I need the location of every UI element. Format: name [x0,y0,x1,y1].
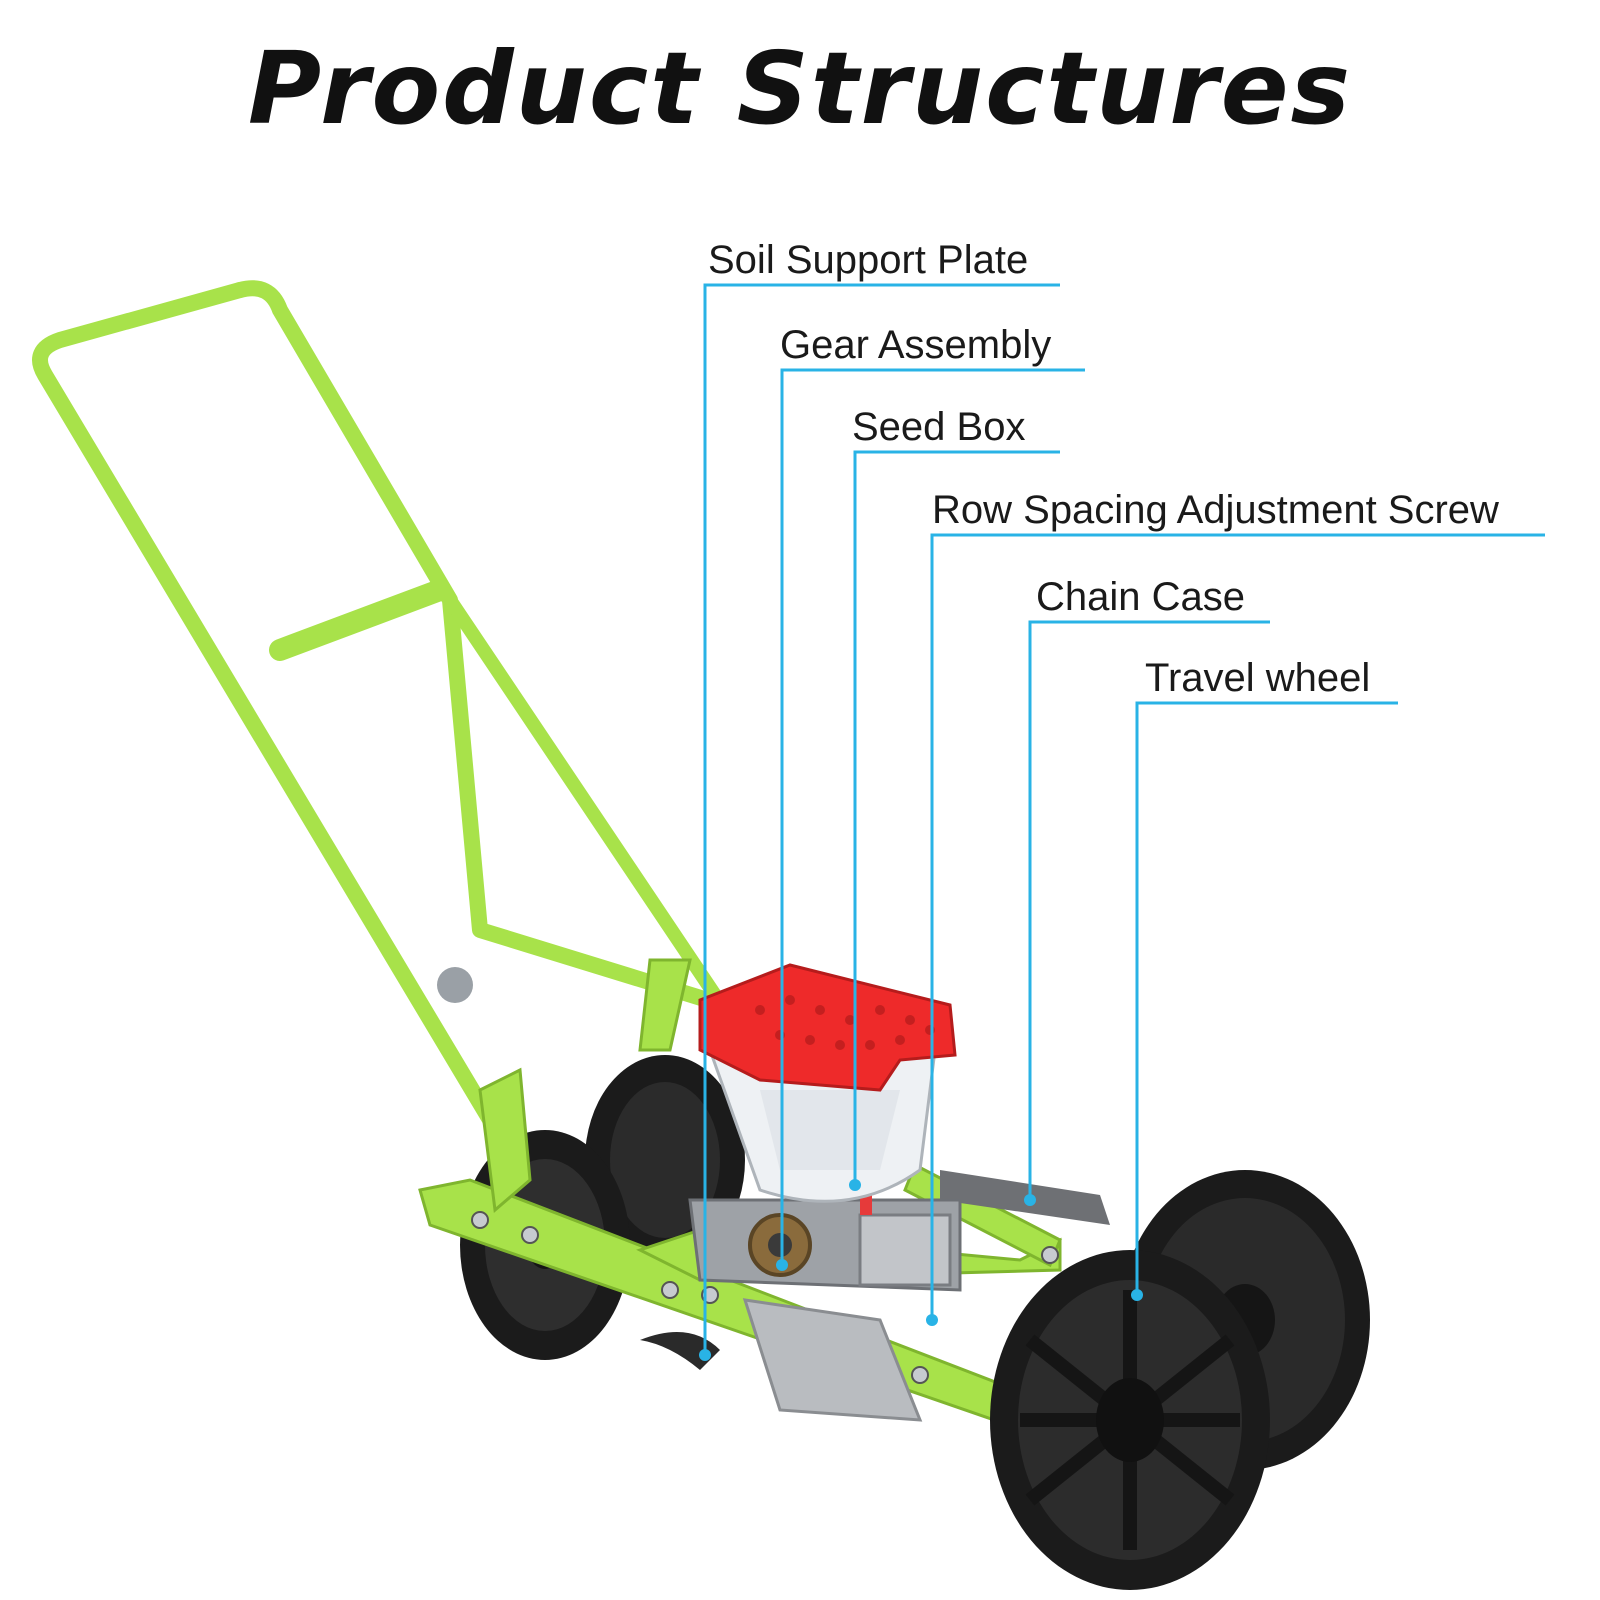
label-travel-wheel: Travel wheel [1145,656,1371,700]
label-soil-support-plate: Soil Support Plate [708,238,1029,282]
label-seed-box: Seed Box [852,405,1026,449]
page-title: Product Structures [247,30,1353,147]
soil-support-plate-part [640,1332,720,1370]
label-gear-assembly: Gear Assembly [780,323,1052,367]
handle-clamp [437,967,473,1003]
callout-anchor-dots [699,1179,1143,1361]
metering-unit [688,1195,962,1422]
callout-leader-lines [703,283,1545,1355]
label-chain-case: Chain Case [1036,575,1246,619]
handle-frame [32,280,748,1178]
seed-box-hopper [698,963,957,1203]
travel-wheels [990,1170,1370,1590]
label-row-spacing-adjustment-screw: Row Spacing Adjustment Screw [932,488,1499,532]
